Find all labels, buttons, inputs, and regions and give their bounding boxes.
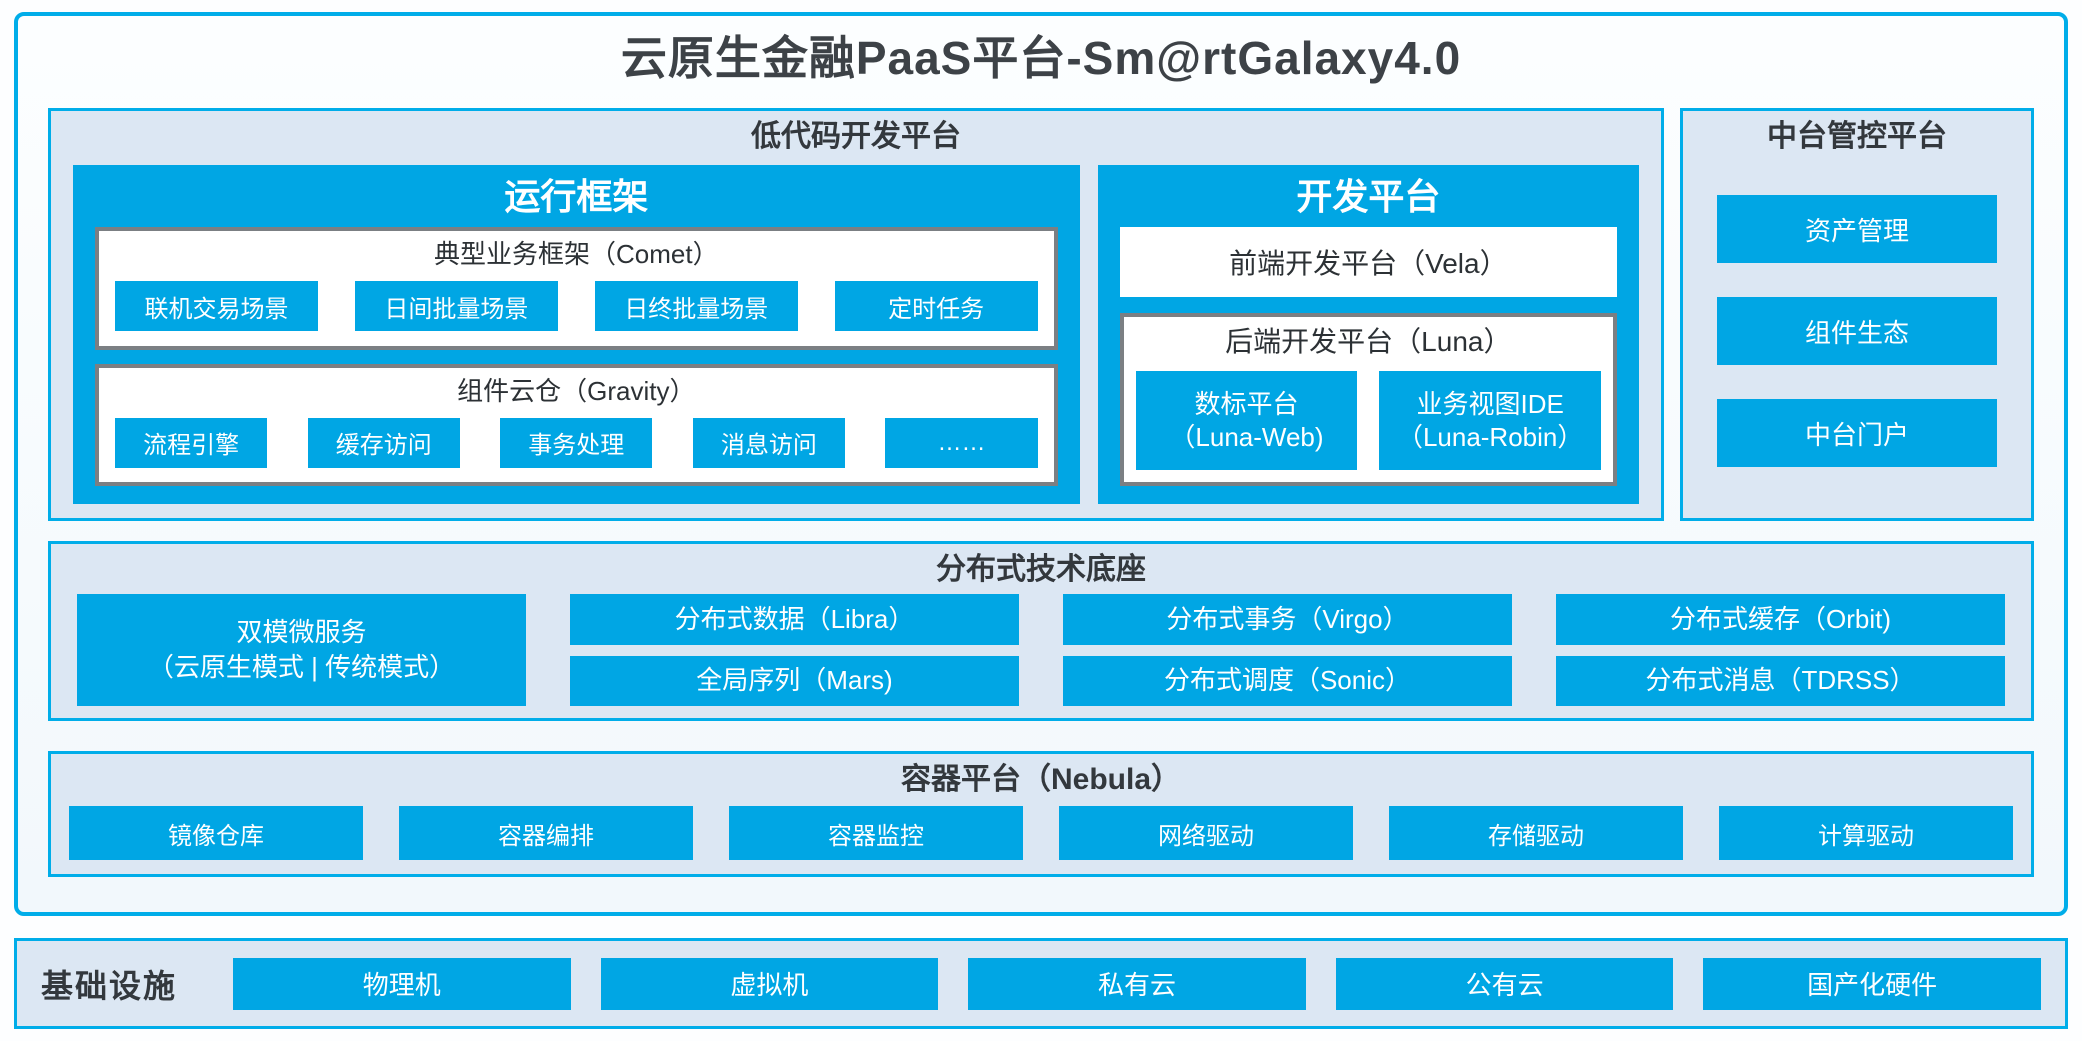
physical-machine-box: 物理机 <box>233 957 571 1010</box>
virtual-machine-box: 虚拟机 <box>600 957 939 1010</box>
comet-title: 典型业务框架（Comet） <box>434 239 719 269</box>
gravity-items: 流程引擎 缓存访问 事务处理 消息访问 …… <box>99 417 1054 482</box>
gravity-item: 流程引擎 <box>115 417 268 468</box>
luna-web-code: （Luna-Web) <box>1169 421 1324 452</box>
network-driver-box: 网络驱动 <box>1059 806 1353 860</box>
domestic-hardware-box: 国产化硬件 <box>1703 957 2041 1010</box>
dual-mode-col: 双模微服务 （云原生模式 | 传统模式） <box>77 594 526 706</box>
distributed-col-2: 分布式事务（Virgo） 分布式调度（Sonic） <box>1063 594 1512 706</box>
container-platform-label: 容器平台（Nebula） <box>900 763 1182 796</box>
dual-mode-line1: 双模微服务 <box>236 617 367 647</box>
page-title: 云原生金融PaaS平台-Sm@rtGalaxy4.0 <box>620 32 1462 84</box>
image-registry-box: 镜像仓库 <box>69 806 363 860</box>
dual-mode-line2: （云原生模式 | 传统模式） <box>147 652 456 682</box>
distributed-col-3: 分布式缓存（Orbit) 分布式消息（TDRSS） <box>1556 594 2005 706</box>
top-row: 低代码开发平台 运行框架 典型业务框架（Comet） 联机交易场景 日间批量场景… <box>48 108 2034 521</box>
comet-item: 日终批量场景 <box>594 281 798 331</box>
runtime-framework-panel: 运行框架 典型业务框架（Comet） 联机交易场景 日间批量场景 日终批量场景 … <box>73 165 1080 504</box>
runtime-framework-title: 运行框架 <box>504 176 649 217</box>
distributed-data-box: 分布式数据（Libra） <box>570 594 1019 645</box>
container-orchestration-box: 容器编排 <box>399 806 693 860</box>
luna-backend-box: 后端开发平台（Luna） 数标平台 （Luna-Web) 业务视图IDE （Lu… <box>1119 313 1617 486</box>
private-cloud-box: 私有云 <box>968 957 1306 1010</box>
luna-robin-name: 业务视图IDE <box>1416 388 1564 419</box>
distributed-message-box: 分布式消息（TDRSS） <box>1556 655 2005 706</box>
mid-platform-items: 资产管理 组件生态 中台门户 <box>1683 155 2031 467</box>
platform-wrapper: 云原生金融PaaS平台-Sm@rtGalaxy4.0 低代码开发平台 运行框架 … <box>14 12 2068 916</box>
mid-portal-box: 中台门户 <box>1717 399 1997 467</box>
gravity-item: 缓存访问 <box>307 417 460 468</box>
infrastructure-panel: 基础设施 物理机 虚拟机 私有云 公有云 国产化硬件 <box>14 938 2068 1029</box>
dev-platform-title: 开发平台 <box>1296 176 1441 217</box>
comet-item: 定时任务 <box>834 281 1038 331</box>
gravity-title: 组件云仓（Gravity） <box>457 375 696 406</box>
distributed-transaction-box: 分布式事务（Virgo） <box>1063 594 1512 645</box>
gravity-warehouse-box: 组件云仓（Gravity） 流程引擎 缓存访问 事务处理 消息访问 …… <box>95 363 1058 486</box>
mid-platform-label: 中台管控平台 <box>1767 120 1947 153</box>
container-monitoring-box: 容器监控 <box>729 806 1023 860</box>
distributed-content: 双模微服务 （云原生模式 | 传统模式） 分布式数据（Libra） 全局序列（M… <box>51 588 2031 718</box>
component-ecosystem-box: 组件生态 <box>1717 297 1997 365</box>
luna-robin-code: （Luna-Robin） <box>1396 421 1584 452</box>
comet-framework-box: 典型业务框架（Comet） 联机交易场景 日间批量场景 日终批量场景 定时任务 <box>95 227 1058 350</box>
luna-web-item: 数标平台 （Luna-Web) <box>1135 371 1358 470</box>
dual-mode-microservice-box: 双模微服务 （云原生模式 | 传统模式） <box>77 594 526 706</box>
infrastructure-label: 基础设施 <box>41 967 178 1004</box>
global-sequence-box: 全局序列（Mars) <box>570 655 1019 706</box>
container-items: 镜像仓库 容器编排 容器监控 网络驱动 存储驱动 计算驱动 <box>51 798 2031 874</box>
distributed-base-label: 分布式技术底座 <box>936 553 1146 586</box>
luna-title: 后端开发平台（Luna） <box>1225 326 1512 357</box>
gravity-item-more: …… <box>885 417 1038 468</box>
comet-item: 联机交易场景 <box>115 281 318 331</box>
distributed-cache-box: 分布式缓存（Orbit) <box>1556 594 2005 645</box>
storage-driver-box: 存储驱动 <box>1389 806 1683 860</box>
comet-item: 日间批量场景 <box>354 281 558 331</box>
lowcode-platform-label: 低代码开发平台 <box>751 120 961 153</box>
gravity-item: 事务处理 <box>500 417 653 468</box>
dev-platform-panel: 开发平台 前端开发平台（Vela） 后端开发平台（Luna） 数标平台 （Lun… <box>1097 165 1639 504</box>
container-platform-panel: 容器平台（Nebula） 镜像仓库 容器编排 容器监控 网络驱动 存储驱动 计算… <box>48 751 2034 877</box>
distributed-base-panel: 分布式技术底座 双模微服务 （云原生模式 | 传统模式） 分布式数据（Libra… <box>48 541 2034 721</box>
luna-web-name: 数标平台 <box>1194 388 1299 419</box>
compute-driver-box: 计算驱动 <box>1719 806 2013 860</box>
mid-platform-panel: 中台管控平台 资产管理 组件生态 中台门户 <box>1680 108 2034 521</box>
lowcode-content: 运行框架 典型业务框架（Comet） 联机交易场景 日间批量场景 日终批量场景 … <box>51 155 1661 518</box>
vela-frontend-box: 前端开发平台（Vela） <box>1119 227 1617 297</box>
distributed-col-1: 分布式数据（Libra） 全局序列（Mars) <box>570 594 1019 706</box>
gravity-item: 消息访问 <box>692 417 846 468</box>
comet-items: 联机交易场景 日间批量场景 日终批量场景 定时任务 <box>99 281 1054 345</box>
asset-management-box: 资产管理 <box>1717 195 1997 263</box>
lowcode-platform-panel: 低代码开发平台 运行框架 典型业务框架（Comet） 联机交易场景 日间批量场景… <box>48 108 1664 521</box>
luna-robin-item: 业务视图IDE （Luna-Robin） <box>1379 371 1601 470</box>
distributed-scheduling-box: 分布式调度（Sonic） <box>1063 655 1512 706</box>
public-cloud-box: 公有云 <box>1335 957 1674 1010</box>
luna-items: 数标平台 （Luna-Web) 业务视图IDE （Luna-Robin） <box>1124 371 1613 482</box>
